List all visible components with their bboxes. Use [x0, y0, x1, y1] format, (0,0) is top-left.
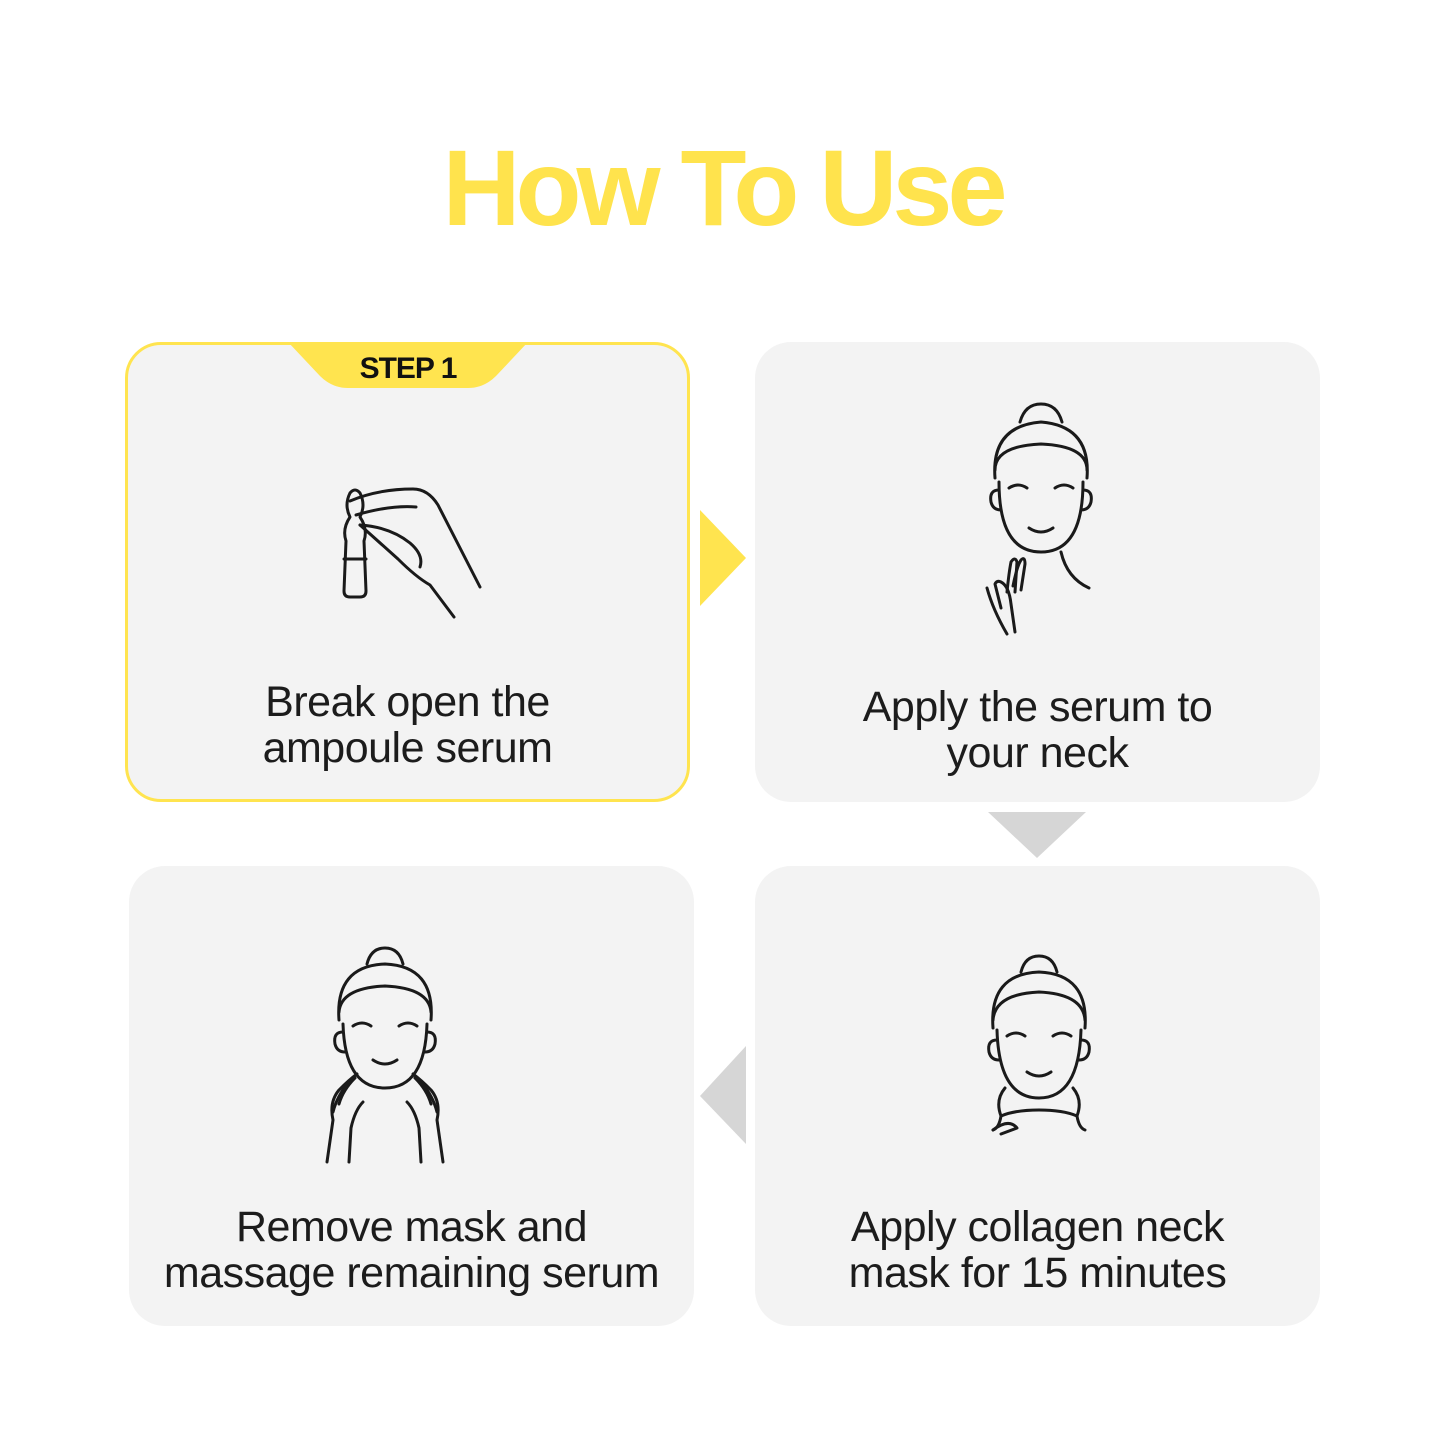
step-label-2: Apply the serum to your neck	[862, 683, 1213, 777]
neck-mask-icon	[987, 954, 1091, 1136]
page-title: How To Use	[442, 127, 1007, 248]
arrow-down-icon	[988, 812, 1086, 858]
step-card-2: Apply the serum to your neck	[755, 342, 1320, 802]
step-label-1: Break open the ampoule serum	[262, 678, 553, 772]
ampoule-hand-icon	[342, 487, 482, 619]
step-badge-tab	[288, 342, 528, 388]
step-badge: STEP 1	[359, 352, 458, 385]
step-label-4: Remove mask and massage remaining serum	[163, 1203, 660, 1297]
arrow-left-icon	[700, 1046, 746, 1144]
apply-neck-icon	[985, 402, 1093, 636]
arrow-right-icon	[700, 510, 746, 606]
massage-face-icon	[325, 946, 445, 1164]
step-card-1: STEP 1 Break open the ampoule serum	[125, 342, 690, 802]
step-card-3: Apply collagen neck mask for 15 minutes	[755, 866, 1320, 1326]
step-label-3: Apply collagen neck mask for 15 minutes	[848, 1203, 1227, 1297]
step-card-4: Remove mask and massage remaining serum	[129, 866, 694, 1326]
